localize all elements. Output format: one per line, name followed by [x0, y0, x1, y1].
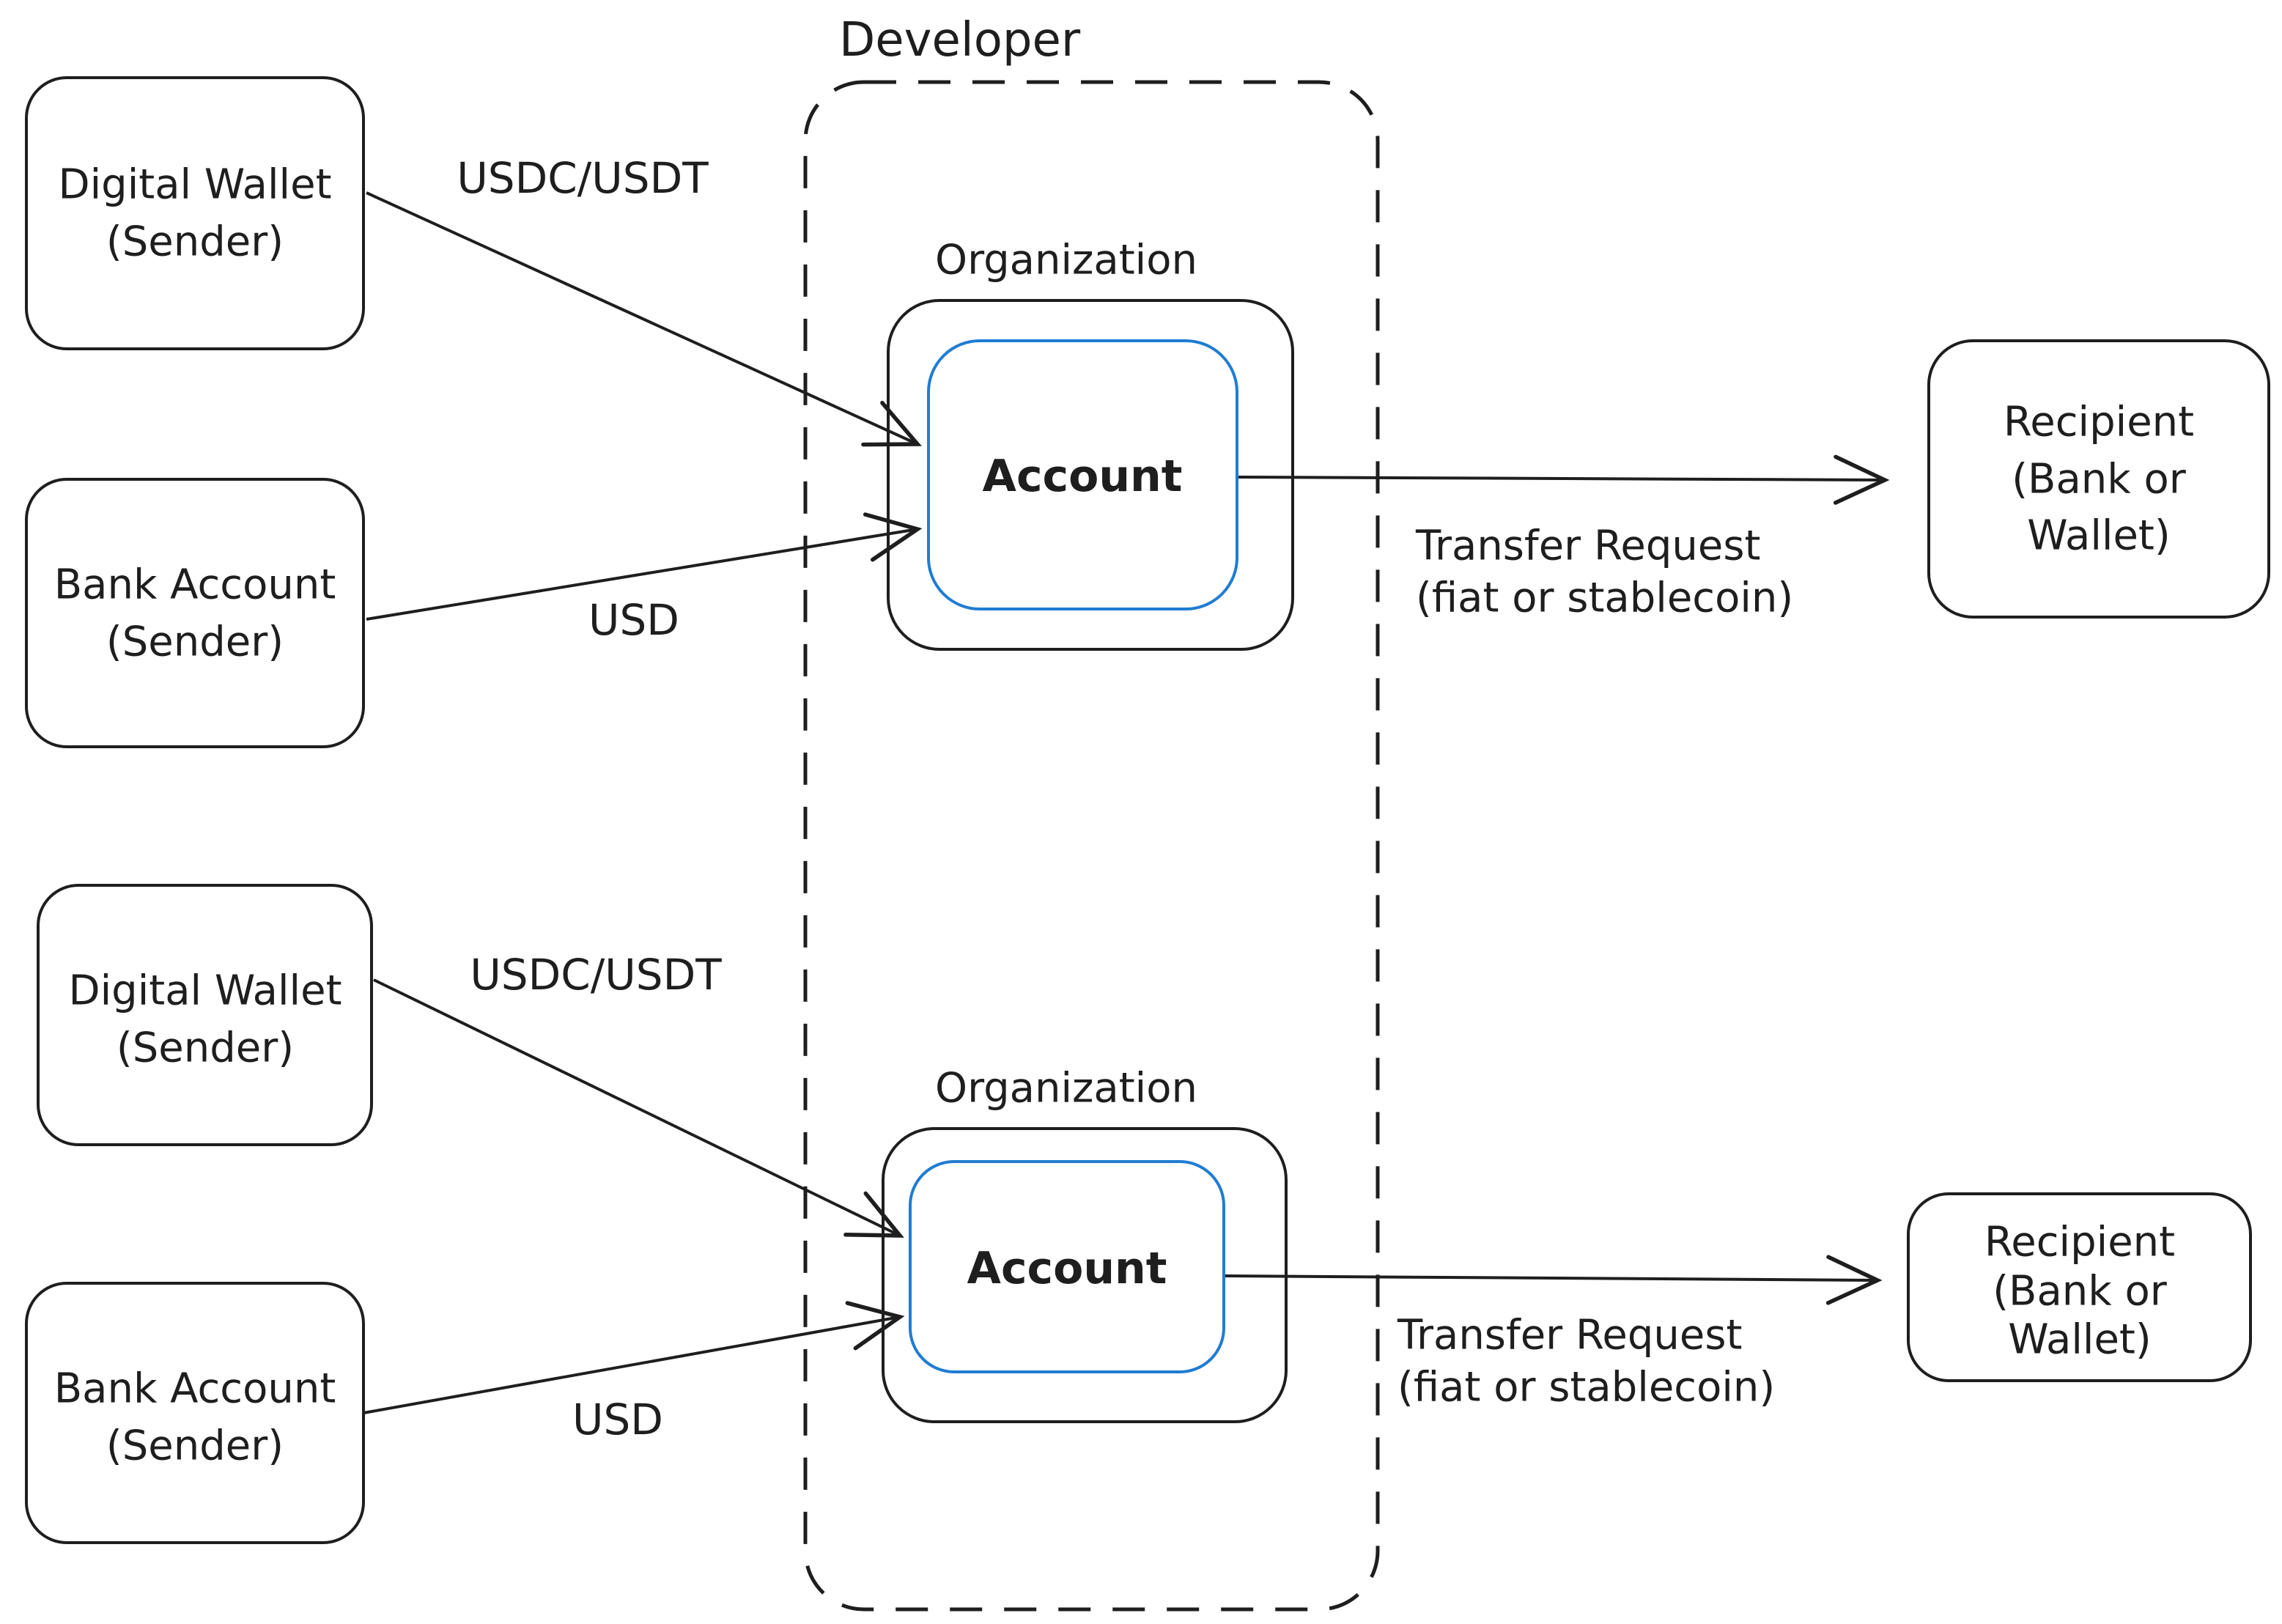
transfer-request-label-line2: (fiat or stablecoin): [1416, 575, 1793, 622]
edge-account-to-recipient: Transfer Request (fiat or stablecoin): [1225, 1255, 1883, 1411]
organization-label: Organization: [935, 237, 1197, 284]
edge-wallet-to-account: USDC/USDT: [373, 950, 904, 1238]
account-box: [909, 1160, 1225, 1373]
developer-label: Developer: [839, 13, 1081, 67]
recipient-node: Recipient (Bank or Wallet): [1927, 339, 2270, 619]
flow-2: Digital Wallet (Sender) Bank Account (Se…: [25, 884, 2252, 1544]
account-to-recipient-arrow: [1225, 1255, 1883, 1305]
edge-account-to-recipient: Transfer Request (fiat or stablecoin): [1238, 454, 1890, 622]
account-to-recipient-arrow: [1238, 454, 1890, 505]
digital-wallet-sender-label-line2: (Sender): [106, 218, 284, 266]
recipient-node: Recipient (Bank or Wallet): [1907, 1192, 2252, 1382]
edge-bank-to-account: USD: [363, 1301, 905, 1444]
digital-wallet-sender-box: [37, 884, 373, 1146]
digital-wallet-sender-node: Digital Wallet (Sender): [25, 76, 365, 350]
recipient-box: [1927, 339, 2270, 619]
recipient-label-line2: (Bank or: [2012, 456, 2187, 503]
flow-1: Digital Wallet (Sender) Bank Account (Se…: [25, 76, 2270, 748]
digital-wallet-sender-label-line2: (Sender): [117, 1025, 294, 1072]
wallet-to-account-arrow: [373, 978, 904, 1238]
recipient-label-line3: Wallet): [2008, 1316, 2151, 1364]
wallet-to-account-label: USDC/USDT: [457, 153, 709, 203]
recipient-label-line2: (Bank or: [1993, 1268, 2168, 1315]
edge-bank-to-account: USD: [366, 512, 923, 645]
organization-label: Organization: [935, 1065, 1197, 1112]
bank-to-account-arrow: [363, 1301, 905, 1414]
bank-to-account-label: USD: [588, 595, 679, 645]
recipient-box: [1907, 1192, 2252, 1382]
developer-group: Developer: [803, 13, 1380, 1612]
bank-account-sender-label-line2: (Sender): [106, 1422, 284, 1470]
bank-account-sender-label-line1: Bank Account: [54, 1365, 336, 1413]
organization-node: Organization Account: [887, 237, 1294, 651]
transfer-request-label-line2: (fiat or stablecoin): [1397, 1364, 1775, 1411]
account-label: Account: [967, 1243, 1167, 1294]
wallet-to-account-label: USDC/USDT: [470, 950, 722, 1000]
wallet-to-account-arrow: [366, 191, 922, 447]
recipient-label-line1: Recipient: [1984, 1219, 2175, 1266]
recipient-label-line3: Wallet): [2027, 512, 2170, 560]
digital-wallet-sender-label-line1: Digital Wallet: [68, 967, 341, 1015]
transfer-request-label-line1: Transfer Request: [1415, 523, 1760, 570]
digital-wallet-sender-label-line1: Digital Wallet: [58, 161, 331, 209]
transfer-request-label-line1: Transfer Request: [1397, 1312, 1742, 1359]
bank-account-sender-box: [25, 1282, 365, 1544]
account-box: [927, 339, 1238, 610]
bank-account-sender-label-line1: Bank Account: [54, 561, 336, 609]
bank-to-account-label: USD: [572, 1395, 663, 1444]
organization-box: [887, 299, 1294, 651]
digital-wallet-sender-box: [25, 76, 365, 350]
bank-account-sender-label-line2: (Sender): [106, 619, 284, 666]
developer-boundary-box: [803, 80, 1380, 1612]
organization-node: Organization Account: [882, 1065, 1288, 1423]
recipient-label-line1: Recipient: [2004, 399, 2194, 446]
bank-to-account-arrow: [366, 512, 923, 621]
account-label: Account: [983, 451, 1183, 502]
digital-wallet-sender-node: Digital Wallet (Sender): [37, 884, 373, 1146]
bank-account-sender-box: [25, 478, 365, 748]
bank-account-sender-node: Bank Account (Sender): [25, 1282, 365, 1544]
edge-wallet-to-account: USDC/USDT: [366, 153, 922, 447]
bank-account-sender-node: Bank Account (Sender): [25, 478, 365, 748]
